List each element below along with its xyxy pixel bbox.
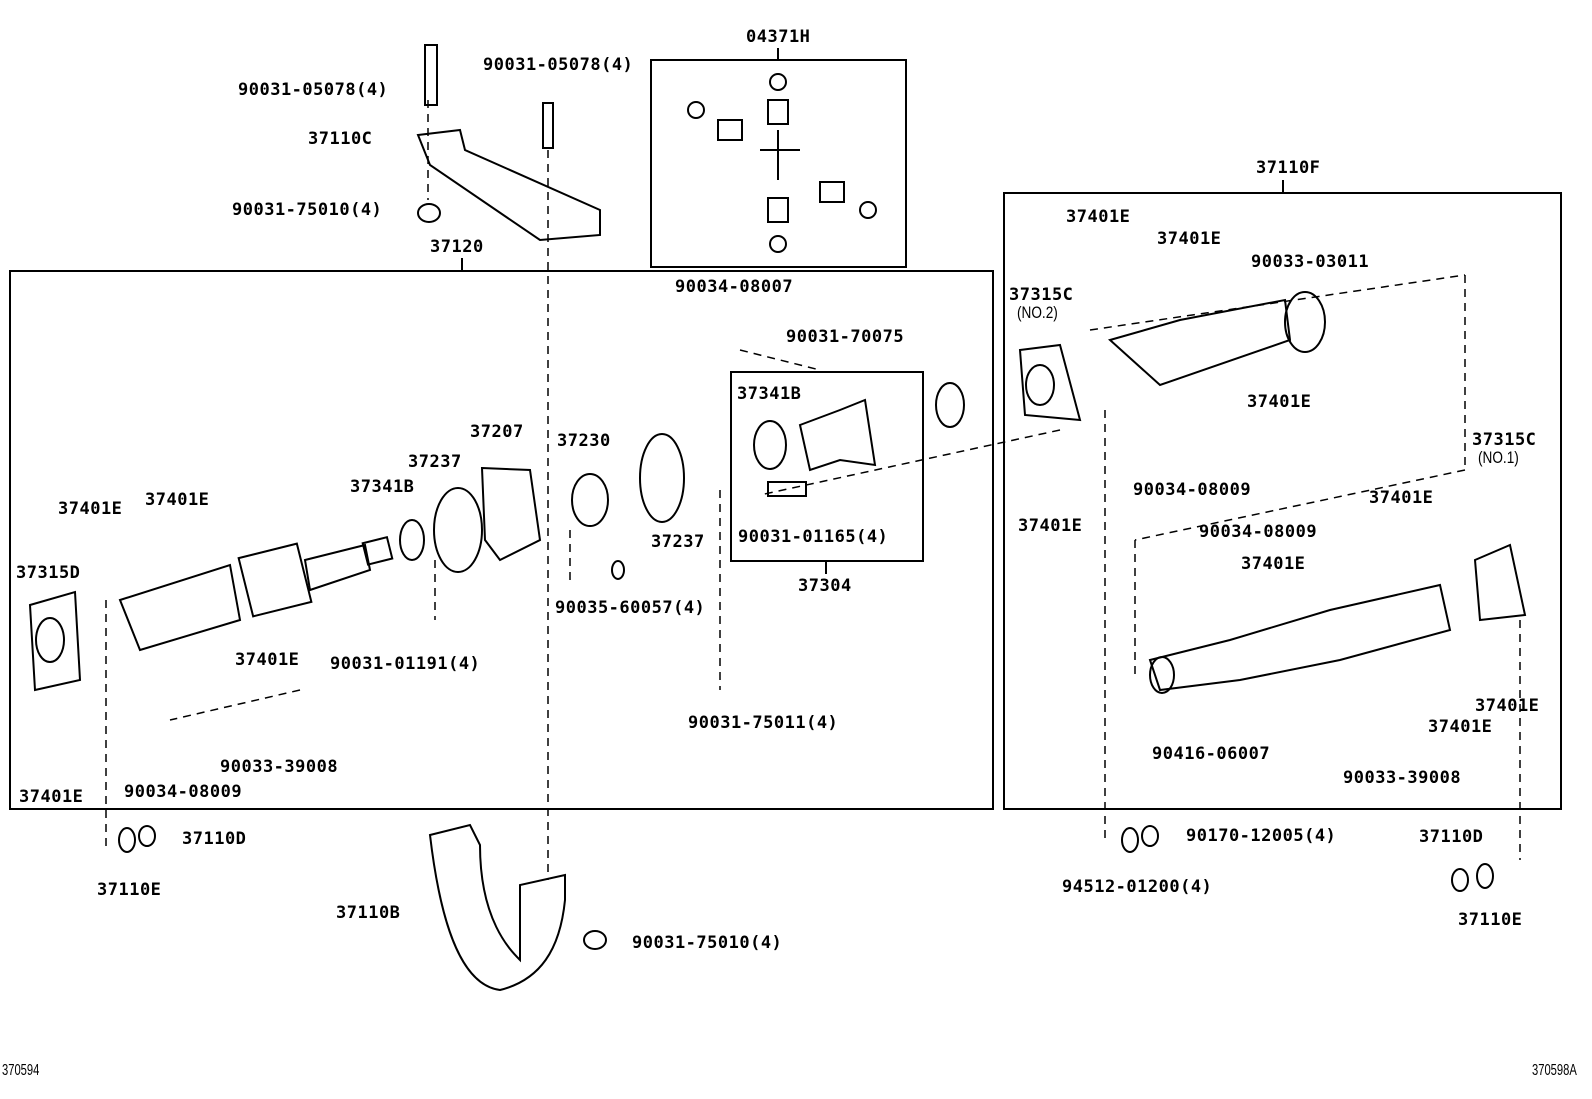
group-label-rear-shaft: 37110F: [1256, 158, 1321, 178]
part-label[interactable]: 37401E: [145, 490, 210, 510]
part-label[interactable]: 90170-12005(4): [1186, 826, 1337, 846]
part-label[interactable]: 90034-08009: [1133, 480, 1252, 500]
group-label-center-bearing: 37304: [798, 576, 852, 596]
part-label[interactable]: 37110D: [182, 829, 247, 849]
part-label[interactable]: 90035-60057(4): [555, 598, 706, 618]
part-label[interactable]: 90031-01165(4): [738, 527, 889, 547]
part-label[interactable]: 90031-70075: [786, 327, 905, 347]
part-label[interactable]: 90034-08009: [1199, 522, 1318, 542]
part-label[interactable]: 37110C: [308, 129, 373, 149]
part-label[interactable]: 37401E: [1247, 392, 1312, 412]
part-label[interactable]: 37315C: [1472, 430, 1537, 450]
universal-joint-kit: [687, 73, 877, 253]
part-label[interactable]: 37341B: [350, 477, 415, 497]
part-label[interactable]: 90034-08009: [124, 782, 243, 802]
part-label[interactable]: 37401E: [1241, 554, 1306, 574]
group-label-front-shaft: 37120: [430, 237, 484, 257]
part-label[interactable]: 90416-06007: [1152, 744, 1271, 764]
part-label[interactable]: 94512-01200(4): [1062, 877, 1213, 897]
part-label[interactable]: 37401E: [58, 499, 123, 519]
part-label[interactable]: 37401E: [1066, 207, 1131, 227]
part-label[interactable]: 90031-75010(4): [632, 933, 783, 953]
part-label[interactable]: 37237: [408, 452, 462, 472]
part-label[interactable]: 37315D: [16, 563, 81, 583]
part-label[interactable]: 90031-05078(4): [238, 80, 389, 100]
part-label[interactable]: 37230: [557, 431, 611, 451]
part-label[interactable]: 90031-01191(4): [330, 654, 481, 674]
brackets: [118, 44, 607, 992]
part-label[interactable]: 37110E: [1458, 910, 1523, 930]
part-label[interactable]: 37401E: [235, 650, 300, 670]
part-label[interactable]: 90034-08007: [675, 277, 794, 297]
part-label[interactable]: 90031-05078(4): [483, 55, 634, 75]
part-label[interactable]: 37401E: [1475, 696, 1540, 716]
part-label[interactable]: 37315C: [1009, 285, 1074, 305]
part-label[interactable]: 37401E: [19, 787, 84, 807]
part-label[interactable]: 37401E: [1018, 516, 1083, 536]
illustration-ref-right: 370598A: [1532, 1062, 1577, 1079]
part-label[interactable]: 37110B: [336, 903, 401, 923]
front-propeller-shaft: [28, 433, 685, 692]
rear-propeller-shaft: [1018, 291, 1527, 892]
part-label[interactable]: 37401E: [1369, 488, 1434, 508]
part-label[interactable]: 37207: [470, 422, 524, 442]
part-label[interactable]: 37110D: [1419, 827, 1484, 847]
part-label[interactable]: 90031-75010(4): [232, 200, 383, 220]
part-label[interactable]: 37237: [651, 532, 705, 552]
group-label-ujoint-kit: 04371H: [746, 27, 811, 47]
front-shaft-box: [9, 270, 994, 810]
part-label[interactable]: 90031-75011(4): [688, 713, 839, 733]
illustration-ref-left: 370594: [2, 1062, 40, 1079]
part-label[interactable]: 37401E: [1157, 229, 1222, 249]
part-label[interactable]: 37341B: [737, 384, 802, 404]
part-label[interactable]: 90033-39008: [1343, 768, 1462, 788]
part-label[interactable]: 90033-03011: [1251, 252, 1370, 272]
part-sublabel: (NO.2): [1017, 303, 1058, 322]
part-label[interactable]: 37110E: [97, 880, 162, 900]
part-label[interactable]: 37401E: [1428, 717, 1493, 737]
part-label[interactable]: 90033-39008: [220, 757, 339, 777]
part-sublabel: (NO.1): [1478, 448, 1519, 467]
center-bearing: [753, 382, 965, 497]
